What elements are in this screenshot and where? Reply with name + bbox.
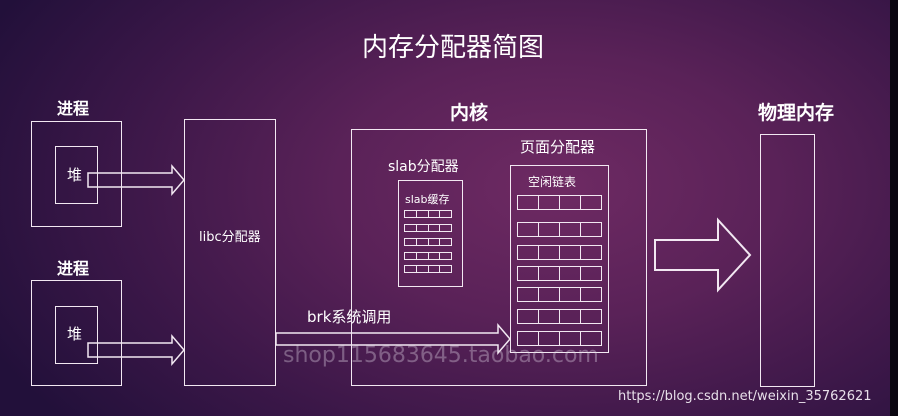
slab-cache-row: [404, 252, 452, 260]
process-label-1: 进程: [57, 99, 90, 118]
slab-cache-row: [404, 224, 452, 232]
diagram-title: 内存分配器简图: [362, 33, 545, 63]
kernel-box: [351, 129, 647, 386]
right-edge-bar: [890, 0, 898, 416]
libc-allocator-box: [184, 119, 276, 386]
slab-cache-box: [398, 180, 463, 287]
process-label-2: 进程: [57, 259, 90, 278]
watermark: shop115683645.taobao.com: [283, 343, 599, 368]
free-list-row: [517, 195, 602, 210]
kernel-to-physical-arrow: [654, 217, 752, 293]
brk-syscall-label: brk系统调用: [307, 308, 392, 326]
process-box-2: [31, 280, 122, 386]
slab-cache-row: [404, 238, 452, 246]
slab-cache-row: [404, 210, 452, 218]
kernel-label: 内核: [450, 102, 489, 124]
page-allocator-label: 页面分配器: [520, 138, 596, 156]
brk-syscall-arrow: [275, 322, 511, 356]
free-list-row: [517, 245, 602, 260]
heap-label-2: 堆: [67, 325, 83, 343]
heap-label-1: 堆: [67, 166, 83, 184]
free-list-row: [517, 309, 602, 324]
libc-allocator-label: libc分配器: [199, 230, 261, 245]
heap-box-1: [55, 146, 98, 204]
heap-to-libc-arrow-2: [87, 333, 185, 367]
free-list-row: [517, 331, 602, 346]
free-list-row: [517, 222, 602, 237]
heap-to-libc-arrow-1: [87, 163, 185, 197]
physical-memory-box: [760, 134, 815, 387]
free-list-row: [517, 266, 602, 281]
physical-memory-label: 物理内存: [758, 102, 835, 124]
free-list-box: [510, 165, 609, 353]
slab-cache-row: [404, 265, 452, 273]
process-box-1: [31, 121, 122, 227]
free-list-label: 空闲链表: [528, 175, 577, 189]
slab-cache-label: slab缓存: [405, 193, 450, 206]
source-url: https://blog.csdn.net/weixin_35762621: [618, 389, 872, 404]
heap-box-2: [55, 306, 98, 364]
free-list-row: [517, 287, 602, 302]
slab-allocator-label: slab分配器: [388, 159, 459, 175]
